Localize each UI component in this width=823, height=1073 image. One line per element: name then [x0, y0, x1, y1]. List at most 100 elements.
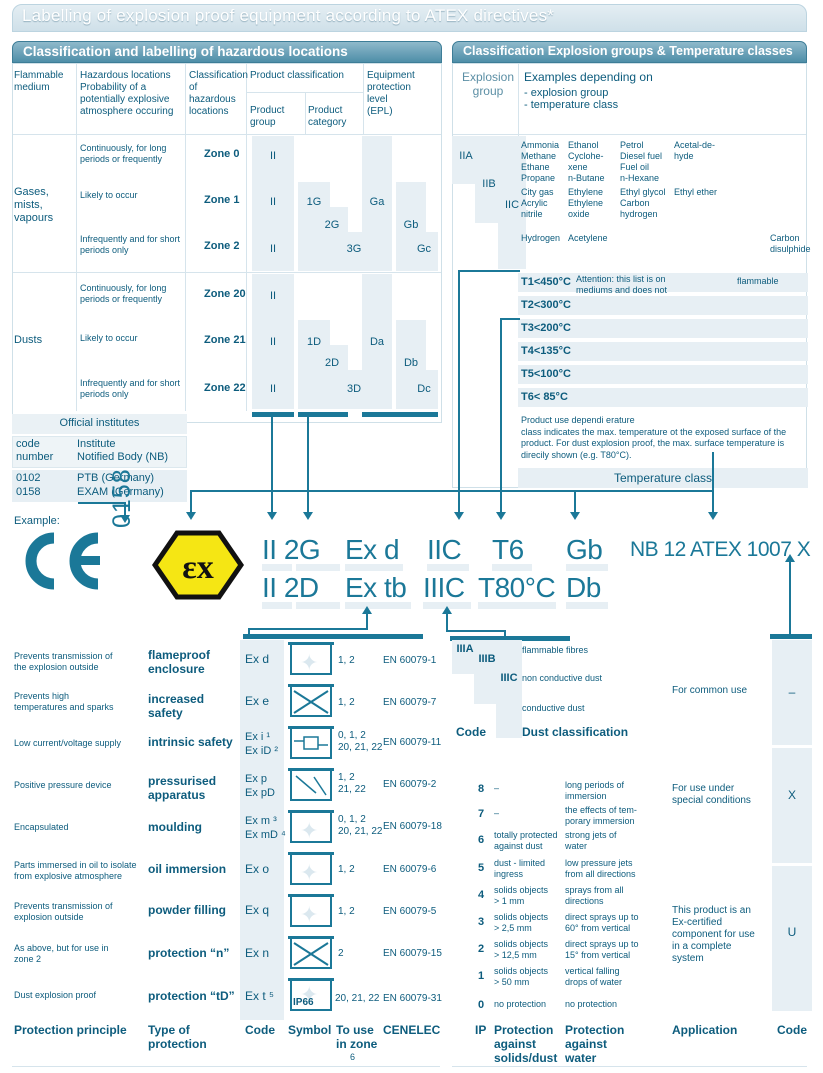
ip-water-8: no protection	[565, 999, 618, 1009]
ip-n-6: 2	[478, 943, 485, 955]
ip-water-4: sprays from all directions	[565, 885, 624, 906]
pt-cenelec-5: EN 60079-6	[383, 864, 437, 875]
marking-temp-dust: T80°C	[478, 572, 556, 603]
pt-zone-3: 1, 2 21, 22	[338, 772, 366, 795]
header-product-group: Product group	[250, 105, 285, 128]
ip-water-2: strong jets of water	[565, 830, 617, 851]
pt-cenelec-7: EN 60079-15	[383, 948, 442, 959]
pt-header-symbol: Symbol	[288, 1023, 332, 1037]
ip-n-7: 1	[478, 970, 485, 982]
ip-n-3: 5	[478, 862, 485, 874]
group-zone22: II	[269, 383, 277, 395]
pt-cenelec-0: EN 60079-1	[383, 655, 437, 666]
marking-group-gas: II 2G	[262, 534, 321, 565]
pt-header-principle: Protection principle	[14, 1023, 127, 1037]
ip-n-0: 8	[478, 783, 485, 795]
header-examples-sub2: - temperature class	[524, 99, 619, 111]
pt-code-4: Ex m ³ Ex mD ⁴	[245, 815, 286, 841]
ip-water-6: direct sprays up to 15° from vertical	[565, 939, 639, 960]
tab-explosion-groups[interactable]: Classification Explosion groups & Temper…	[452, 41, 807, 63]
temp-class-T4: T4<135°C	[521, 345, 571, 357]
probability-1: Likely to occur	[80, 190, 138, 200]
app-code-2: U	[787, 925, 797, 939]
zone-1: Zone 1	[204, 194, 240, 206]
ip-solids-8: no protection	[494, 999, 547, 1009]
pt-header-cenelec: CENELEC	[383, 1023, 441, 1037]
eg-r1-c1: City gas Acrylic nitrile	[521, 187, 554, 219]
zone-22: Zone 22	[204, 382, 246, 394]
institutes-col-name: Institute Notified Body (NB)	[77, 438, 169, 463]
dust-code-IIIB: IIIB	[478, 653, 496, 665]
header-epl: Equipment protection level (EPL)	[367, 70, 415, 117]
pt-type-5: oil immersion	[148, 862, 227, 876]
svg-text:εx: εx	[182, 549, 214, 586]
pt-code-8: Ex t ⁵	[245, 989, 274, 1003]
medium-gases: Gases, mists, vapours	[14, 186, 54, 224]
pt-code-6: Ex q	[245, 903, 270, 917]
temperature-note: Product use dependi erature class indica…	[521, 415, 787, 460]
pt-cenelec-4: EN 60079-18	[383, 821, 442, 832]
eg-r0-c3: Petrol Diesel fuel Fuel oil n-Hexane	[620, 140, 663, 183]
institutes-title: Official institutes	[59, 417, 140, 429]
ip-solids-0: –	[494, 783, 500, 793]
header-explosion-group: Explosion group	[461, 70, 515, 98]
pt-zone-2: 0, 1, 2 20, 21, 22	[338, 730, 383, 753]
tab-hazardous-locations[interactable]: Classification and labelling of hazardou…	[12, 41, 442, 63]
app-header-code: Code	[777, 1023, 807, 1037]
pt-zone-4: 0, 1, 2 20, 21, 22	[338, 814, 383, 837]
temp-attention-note: Attention: this list is on mediums and d…	[576, 274, 668, 295]
header-examples: Examples depending on	[524, 70, 653, 84]
marking-gasgroup-gas: IIC	[427, 534, 462, 565]
zone-2: Zone 2	[204, 240, 240, 252]
page-title: Labelling of explosion proof equipment a…	[22, 6, 555, 25]
header-product-category: Product category	[308, 105, 347, 128]
category-2D: 2D	[324, 357, 340, 369]
marking-protection-gas: Ex d	[345, 534, 400, 565]
cross-symbol-icon	[293, 942, 329, 966]
institutes-title-bar	[12, 414, 187, 434]
zone-0: Zone 0	[204, 148, 240, 160]
marking-protection-dust: Ex tb	[345, 572, 407, 603]
pt-type-0: flameproof enclosure	[148, 648, 211, 676]
pt-zone-8: 20, 21, 22	[335, 993, 380, 1004]
eg-r1-c2: Ethylene Ethylene oxide	[568, 187, 604, 219]
notified-body-number: 0158	[108, 468, 136, 528]
app-code-1: X	[787, 788, 796, 802]
pt-zone-5: 1, 2	[338, 864, 355, 875]
marking-certificate: NB 12 ATEX 1007 X	[630, 538, 811, 561]
institute-code-1: 0158	[16, 486, 41, 498]
ip-water-3: low pressure jets from all directions	[565, 858, 636, 879]
explosion-group-IIB: IIB	[482, 178, 496, 190]
pt-cenelec-2: EN 60079-11	[383, 737, 442, 748]
institute-name-0: PTB (Germany)	[77, 472, 155, 484]
institute-name-1: EXAM (Germany)	[77, 486, 164, 498]
probability-4: Likely to occur	[80, 333, 138, 343]
institute-code-0: 0102	[16, 472, 41, 484]
dust-code-IIIA: IIIA	[456, 643, 474, 655]
pt-cenelec-8: EN 60079-31	[383, 993, 442, 1004]
pt-cenelec-1: EN 60079-7	[383, 697, 437, 708]
ip-solids-6: solids objects > 12,5 mm	[494, 939, 549, 960]
app-header-application: Application	[672, 1023, 738, 1037]
atex-hexagon-icon: εx	[152, 530, 244, 600]
top-banner	[12, 4, 807, 32]
dust-header-desc: Dust classification	[522, 725, 629, 739]
zone-20: Zone 20	[204, 288, 246, 300]
marking-epl-dust: Db	[566, 572, 601, 603]
temp-flammable-label: flammable	[737, 276, 779, 286]
ip-solids-1: –	[494, 808, 500, 818]
ip-n-4: 4	[478, 889, 485, 901]
pt-type-2: intrinsic safety	[148, 735, 233, 749]
probability-0: Continuously, for long periods or freque…	[80, 143, 167, 164]
marking-gasgroup-dust: IIIC	[423, 572, 465, 603]
pt-code-3: Ex p Ex pD	[245, 773, 275, 799]
epl-Dc: Dc	[417, 383, 431, 395]
pt-principle-1: Prevents high temperatures and sparks	[14, 691, 114, 712]
category-3D: 3D	[346, 383, 362, 395]
group-zone20: II	[269, 290, 277, 302]
temp-class-T6: T6< 85°C	[521, 391, 568, 403]
pt-code-0: Ex d	[245, 652, 270, 666]
medium-dusts: Dusts	[14, 334, 43, 346]
header-hazardous-locations: Hazardous locations Probability of a pot…	[80, 70, 174, 117]
ip-n-8: 0	[478, 999, 485, 1011]
